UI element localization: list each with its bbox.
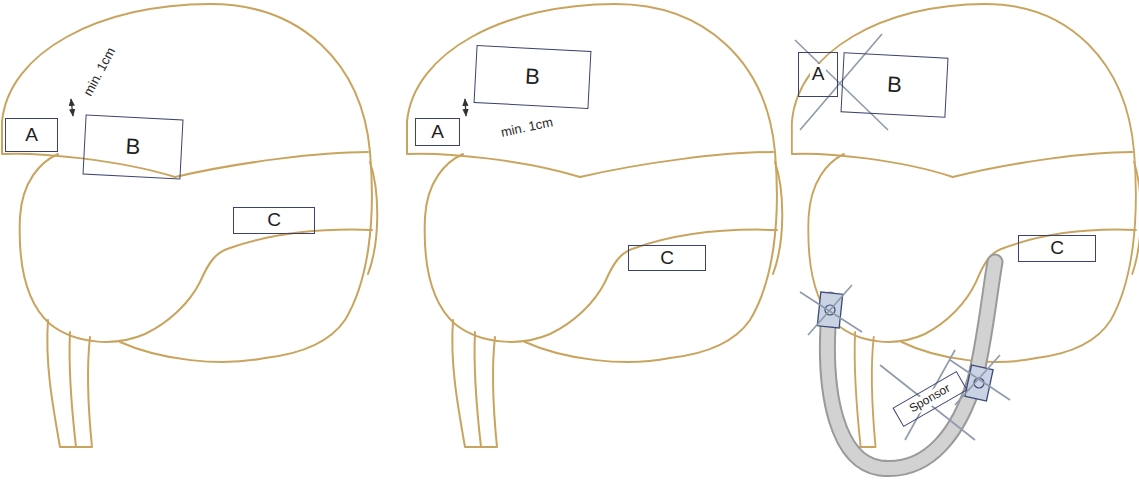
helmet-outline	[2, 4, 377, 447]
zone-letter: C	[658, 248, 676, 269]
chin-strap	[827, 262, 995, 469]
zone-letter: C	[1048, 238, 1066, 259]
dimension-arrow	[465, 99, 466, 116]
helmet-outline	[407, 4, 782, 447]
zone-letter: B	[123, 134, 143, 159]
sticker-zone: C	[628, 245, 706, 271]
sticker-zone: B	[474, 45, 592, 109]
zone-letter: C	[265, 210, 283, 231]
helmet-outline	[792, 4, 1139, 447]
sticker-zone: C	[233, 207, 315, 234]
dimension-label: min. 1cm	[498, 115, 557, 141]
dimension-label: min. 1cm	[80, 43, 120, 100]
sticker-zone: A	[798, 52, 838, 97]
zone-letter: A	[810, 64, 827, 85]
sticker-zone: B	[82, 114, 183, 179]
sticker-zone: B	[841, 52, 949, 117]
cross-out-mark	[795, 34, 1010, 440]
zone-letter: A	[429, 122, 446, 143]
sticker-zone: C	[1018, 235, 1096, 262]
chin-strap	[827, 262, 995, 469]
zone-letter: B	[523, 64, 543, 89]
zone-letter: A	[23, 125, 40, 146]
sticker-zone: A	[415, 118, 460, 146]
dimension-arrow	[71, 99, 73, 116]
sticker-zone: A	[5, 118, 58, 152]
zone-letter: B	[885, 72, 905, 97]
zone-letter: Sponsor	[906, 381, 955, 417]
sticker-zone: Sponsor	[892, 371, 967, 427]
